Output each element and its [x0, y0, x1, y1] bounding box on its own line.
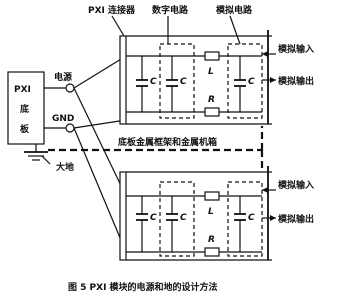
- pxi-connector-leader: [111, 15, 125, 37]
- pxi-backplane-box: [7, 71, 45, 145]
- bottom-resistor-label: R: [208, 235, 215, 245]
- bottom-analog-input-arrowhead: [262, 187, 268, 193]
- top-analog-circuit-box: [227, 43, 263, 119]
- power-terminal: [65, 83, 75, 93]
- backplane-label-di: 底: [20, 103, 29, 115]
- earth-label: 大地: [56, 161, 74, 173]
- bottom-analog-input-label: 模拟输入: [278, 179, 314, 191]
- top-module-outline: [126, 35, 272, 125]
- bottom-resistor: [204, 247, 220, 257]
- figure-caption: 图 5 PXI 模块的电源和地的设计方法: [68, 281, 218, 293]
- top-digital-circuit-box: [159, 43, 195, 119]
- top-resistor-label: R: [208, 95, 215, 105]
- digital-circuit-label: 数字电路: [152, 4, 189, 16]
- top-analog-input-label: 模拟输入: [278, 43, 314, 55]
- pxi-connector-label: PXI 连接器: [88, 4, 136, 16]
- bottom-analog-output-label: 模拟输出: [278, 213, 314, 225]
- analog-circuit-leader: [229, 15, 241, 45]
- backplane-label-pxi: PXI: [14, 85, 31, 95]
- top-inductor: [204, 51, 220, 61]
- bottom-c1-label: C: [150, 213, 157, 223]
- bottom-c2-label: C: [180, 213, 187, 223]
- bottom-analog-output-arrowhead: [270, 215, 276, 221]
- top-c3-label: C: [248, 77, 255, 87]
- bottom-connector-bar: [119, 171, 127, 261]
- power-label: 电源: [54, 71, 72, 83]
- backplane-label-ban: 板: [20, 123, 30, 135]
- top-resistor: [204, 107, 220, 117]
- bottom-inductor-label: L: [208, 207, 214, 217]
- top-connector-bar: [119, 35, 127, 125]
- gnd-to-bottom-module: [73, 127, 127, 253]
- top-c2-label: C: [180, 77, 187, 87]
- gnd-terminal: [65, 123, 75, 133]
- bottom-inductor: [204, 191, 220, 201]
- bottom-digital-circuit-box: [159, 181, 195, 257]
- gnd-label: GND: [52, 114, 74, 124]
- top-pxi-module: C C L R C 模拟输入 模拟输出: [119, 30, 314, 125]
- bottom-analog-circuit-box: [227, 181, 263, 257]
- chassis-note-label: 底板金属框架和金属机箱: [118, 136, 217, 148]
- bottom-pxi-module: C C L R C 模拟输入 模拟输出: [119, 166, 314, 261]
- top-inductor-label: L: [208, 67, 214, 77]
- gnd-to-top-module: [73, 119, 127, 129]
- top-analog-input-arrowhead: [262, 51, 268, 57]
- top-analog-output-arrowhead: [270, 77, 276, 83]
- bottom-module-outline: [126, 171, 272, 261]
- top-analog-output-label: 模拟输出: [278, 75, 314, 87]
- analog-circuit-label: 模拟电路: [216, 4, 253, 16]
- power-to-top-module: [73, 55, 127, 89]
- bottom-c3-label: C: [248, 213, 255, 223]
- power-to-bottom-module: [73, 87, 127, 197]
- earth-leader: [41, 155, 51, 165]
- top-c1-label: C: [150, 77, 157, 87]
